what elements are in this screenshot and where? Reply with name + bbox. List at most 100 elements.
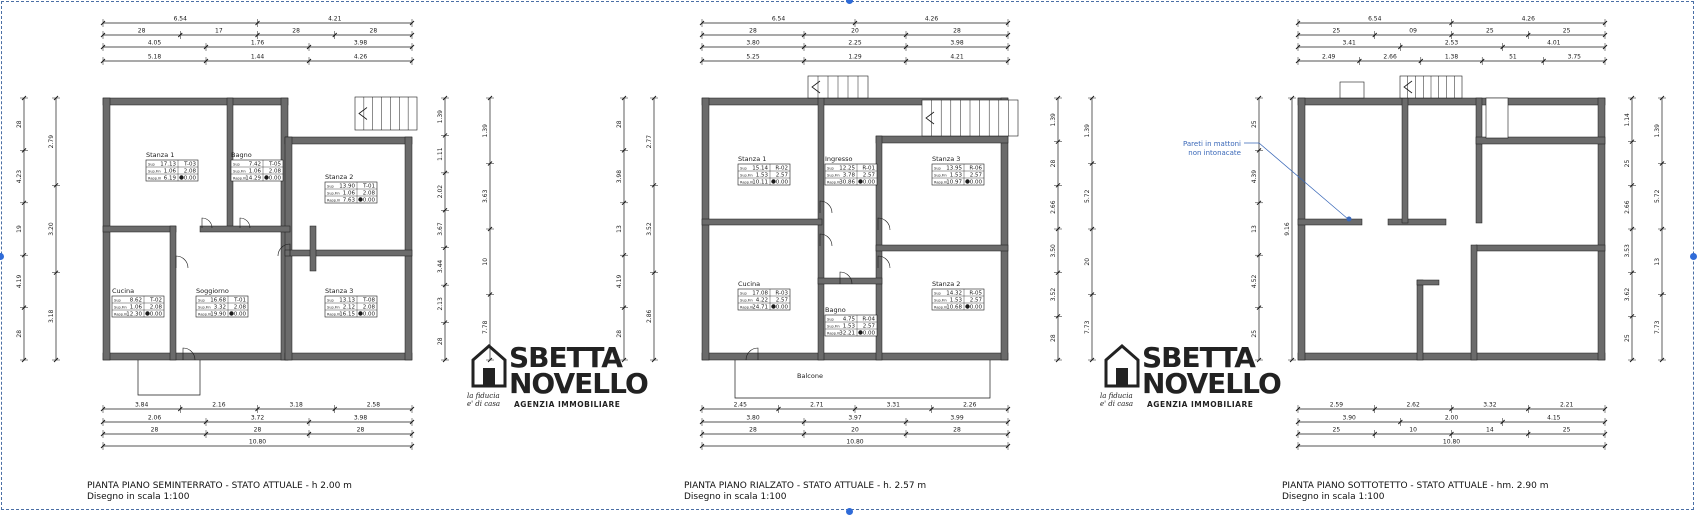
plan-2-room-1-bulb-icon xyxy=(771,179,776,184)
plan-2-dim-bottom-4-label: 10.80 xyxy=(846,439,863,446)
plan-3-caption: PIANTA PIANO SOTTOTETTO - STATO ATTUALE … xyxy=(1282,481,1548,503)
plan-2-dim-bottom-2-label: 3.99 xyxy=(950,415,964,422)
plan-1-dim-left-1-label: 4.19 xyxy=(16,275,23,289)
resize-handle-right[interactable] xyxy=(1690,253,1697,260)
plan-2-dim-right-1-label: 3.50 xyxy=(1050,244,1057,258)
plan-1-dim-top-4-label: 5.18 xyxy=(148,54,162,61)
plan-1-room-5-code: T-01 xyxy=(233,298,246,304)
plan-1-stairs-outline xyxy=(354,96,418,131)
plan-3-wall-int-9 xyxy=(1416,279,1440,286)
plan-2-dim-left-1-label: 28 xyxy=(616,330,623,338)
plan-1-room-5-rapp: 19.90 xyxy=(210,312,226,318)
plan-3-dim-top-2-label: 09 xyxy=(1409,28,1417,35)
plan-2-dim-top-2-label: 20 xyxy=(851,28,859,35)
plan-3-stairs xyxy=(1399,75,1463,99)
plan-2-door xyxy=(877,217,891,231)
plan-2-room-2-val: 0.00 xyxy=(863,180,876,186)
plan-2-dim-top-1-label: 4.26 xyxy=(925,16,939,23)
plan-3-dim-top-4-label: 2.66 xyxy=(1383,54,1397,61)
plan-1-room-6-h: 2.08 xyxy=(363,305,376,311)
plan-1-dim-right-1-label: 3.44 xyxy=(437,260,444,274)
plan-2-dim-left-2-label: 3.52 xyxy=(646,222,653,236)
plan-1-room-6-bulb-icon xyxy=(358,311,363,316)
plan-1-room-4-val: 0.00 xyxy=(150,312,163,318)
plan-3-wall-int-1 xyxy=(1297,218,1363,226)
plan-3-dim-bottom-1-label: 2.21 xyxy=(1560,402,1574,409)
plan-1-caption: PIANTA PIANO SEMINTERRATO - STATO ATTUAL… xyxy=(87,481,352,503)
plan-1-dim-right-1-label: 1.39 xyxy=(437,110,444,124)
plan-3-dim-left-1-label: 4.52 xyxy=(1251,275,1258,289)
plan-2-room-3-k: Rapp.Ill xyxy=(934,181,947,185)
plan-3-note-text: Pareti in mattoni xyxy=(1183,140,1241,148)
plan-2-room-5-k: Rapp.Ill xyxy=(827,332,840,336)
plan-1-room-2-k: Rapp.Ill xyxy=(233,177,246,181)
resize-handle-bottom[interactable] xyxy=(846,508,853,515)
plan-2-wall-int-2 xyxy=(701,218,823,226)
plan-2-room-5-k: Sup.Fin xyxy=(827,325,840,329)
plan-2-room-6-h: 2.57 xyxy=(970,298,983,304)
plan-2-room-5-rapp: 32.21 xyxy=(839,331,855,337)
plan-1-dim-right-1-label: 1.11 xyxy=(437,147,444,161)
resize-handle-top[interactable] xyxy=(846,0,853,4)
plan-2-balcony-label: Balcone xyxy=(797,372,823,380)
plan-1-room-2-name: Bagno xyxy=(231,151,252,159)
plan-1-room-3-box xyxy=(324,181,378,204)
plan-2-wall-int-3 xyxy=(875,135,1009,144)
plan-2-room-3-name: Stanza 3 xyxy=(932,155,960,163)
plan-2-room-4-supfin: 4.22 xyxy=(756,298,768,304)
plan-1-room-3-sup: 13.90 xyxy=(339,184,355,190)
plan-1-room-4-k: Sup xyxy=(114,299,121,303)
plan-1-room-2-supfin: 1.06 xyxy=(249,169,262,175)
plan-2-caption: PIANTA PIANO RIALZATO - STATO ATTUALE - … xyxy=(684,481,926,503)
plan-1-room-1-sup: 17.13 xyxy=(160,162,176,168)
plan-2-room-2-box xyxy=(824,163,878,186)
plan-1-door xyxy=(182,347,196,361)
plan-1-dim-top-1-label: 4.21 xyxy=(328,16,342,23)
plan-2-dim-bottom-2-label: 3.80 xyxy=(746,415,760,422)
plan-3-wall-int-4 xyxy=(1475,97,1483,224)
plan-3-dim-bottom-1-label: 2.62 xyxy=(1406,402,1420,409)
plan-1-door xyxy=(175,255,189,269)
plan-1-dim-top-2-label: 28 xyxy=(292,28,300,35)
plan-3-wall-int-6 xyxy=(1475,244,1606,252)
plan-1-door xyxy=(277,243,291,257)
plan-1-room-6-rapp: 16.15 xyxy=(339,312,355,318)
plan-3-wall-int-3 xyxy=(1401,97,1409,224)
plan-1-room-4-k: Sup.Fin xyxy=(114,306,127,310)
plan-2-room-3-k: Sup xyxy=(934,167,941,171)
plan-2-door xyxy=(877,255,891,269)
plan-1-dim-left-1-label: 19 xyxy=(16,225,23,233)
agency-logo: SBETTA NOVELLO AGENZIA IMMOBILIARE la fi… xyxy=(467,342,649,414)
plan-1-wall-int-2 xyxy=(169,225,177,361)
plan-2-outer-wall-left xyxy=(701,97,710,361)
plan-1-left-block-wall-bottom xyxy=(102,352,289,361)
plan-1-room-5-h: 2.08 xyxy=(234,305,247,311)
plan-1-room-2-sup: 7.42 xyxy=(249,162,261,168)
plan-2-room-3-bulb-icon xyxy=(965,179,970,184)
plan-2-room-2-rapp: 30.86 xyxy=(839,180,855,186)
plan-3-dim-left-1-label: 13 xyxy=(1251,225,1258,233)
house-logo-icon xyxy=(1104,344,1140,388)
plan-2-room-1-code: R-02 xyxy=(775,166,788,172)
plan-1-dim-right-1-label: 2.13 xyxy=(437,297,444,311)
plan-1-room-5-k: Sup.Fin xyxy=(198,306,211,310)
plan-1-room-1-rapp: 6.19 xyxy=(164,176,177,182)
plan-2-room-2-code: R-01 xyxy=(862,166,875,172)
plan-1-room-3-rapp: 7.63 xyxy=(343,198,356,204)
plan-1-wall-int-6 xyxy=(309,225,317,272)
resize-handle-left[interactable] xyxy=(0,253,4,260)
plan-1-dim-bottom-3-label: 28 xyxy=(254,427,262,434)
plan-3-dim-left-1-label: 4.39 xyxy=(1251,170,1258,184)
plan-1-dim-left-2-label: 3.18 xyxy=(48,309,55,323)
plan-3-scale: Disegno in scala 1:100 xyxy=(1282,492,1385,502)
plan-3-dim-right-1-label: 1.14 xyxy=(1624,113,1631,127)
plan-2-dim-bottom-1-label: 2.26 xyxy=(963,402,977,409)
plan-1-dim-bottom-4-label: 10.80 xyxy=(249,439,266,446)
